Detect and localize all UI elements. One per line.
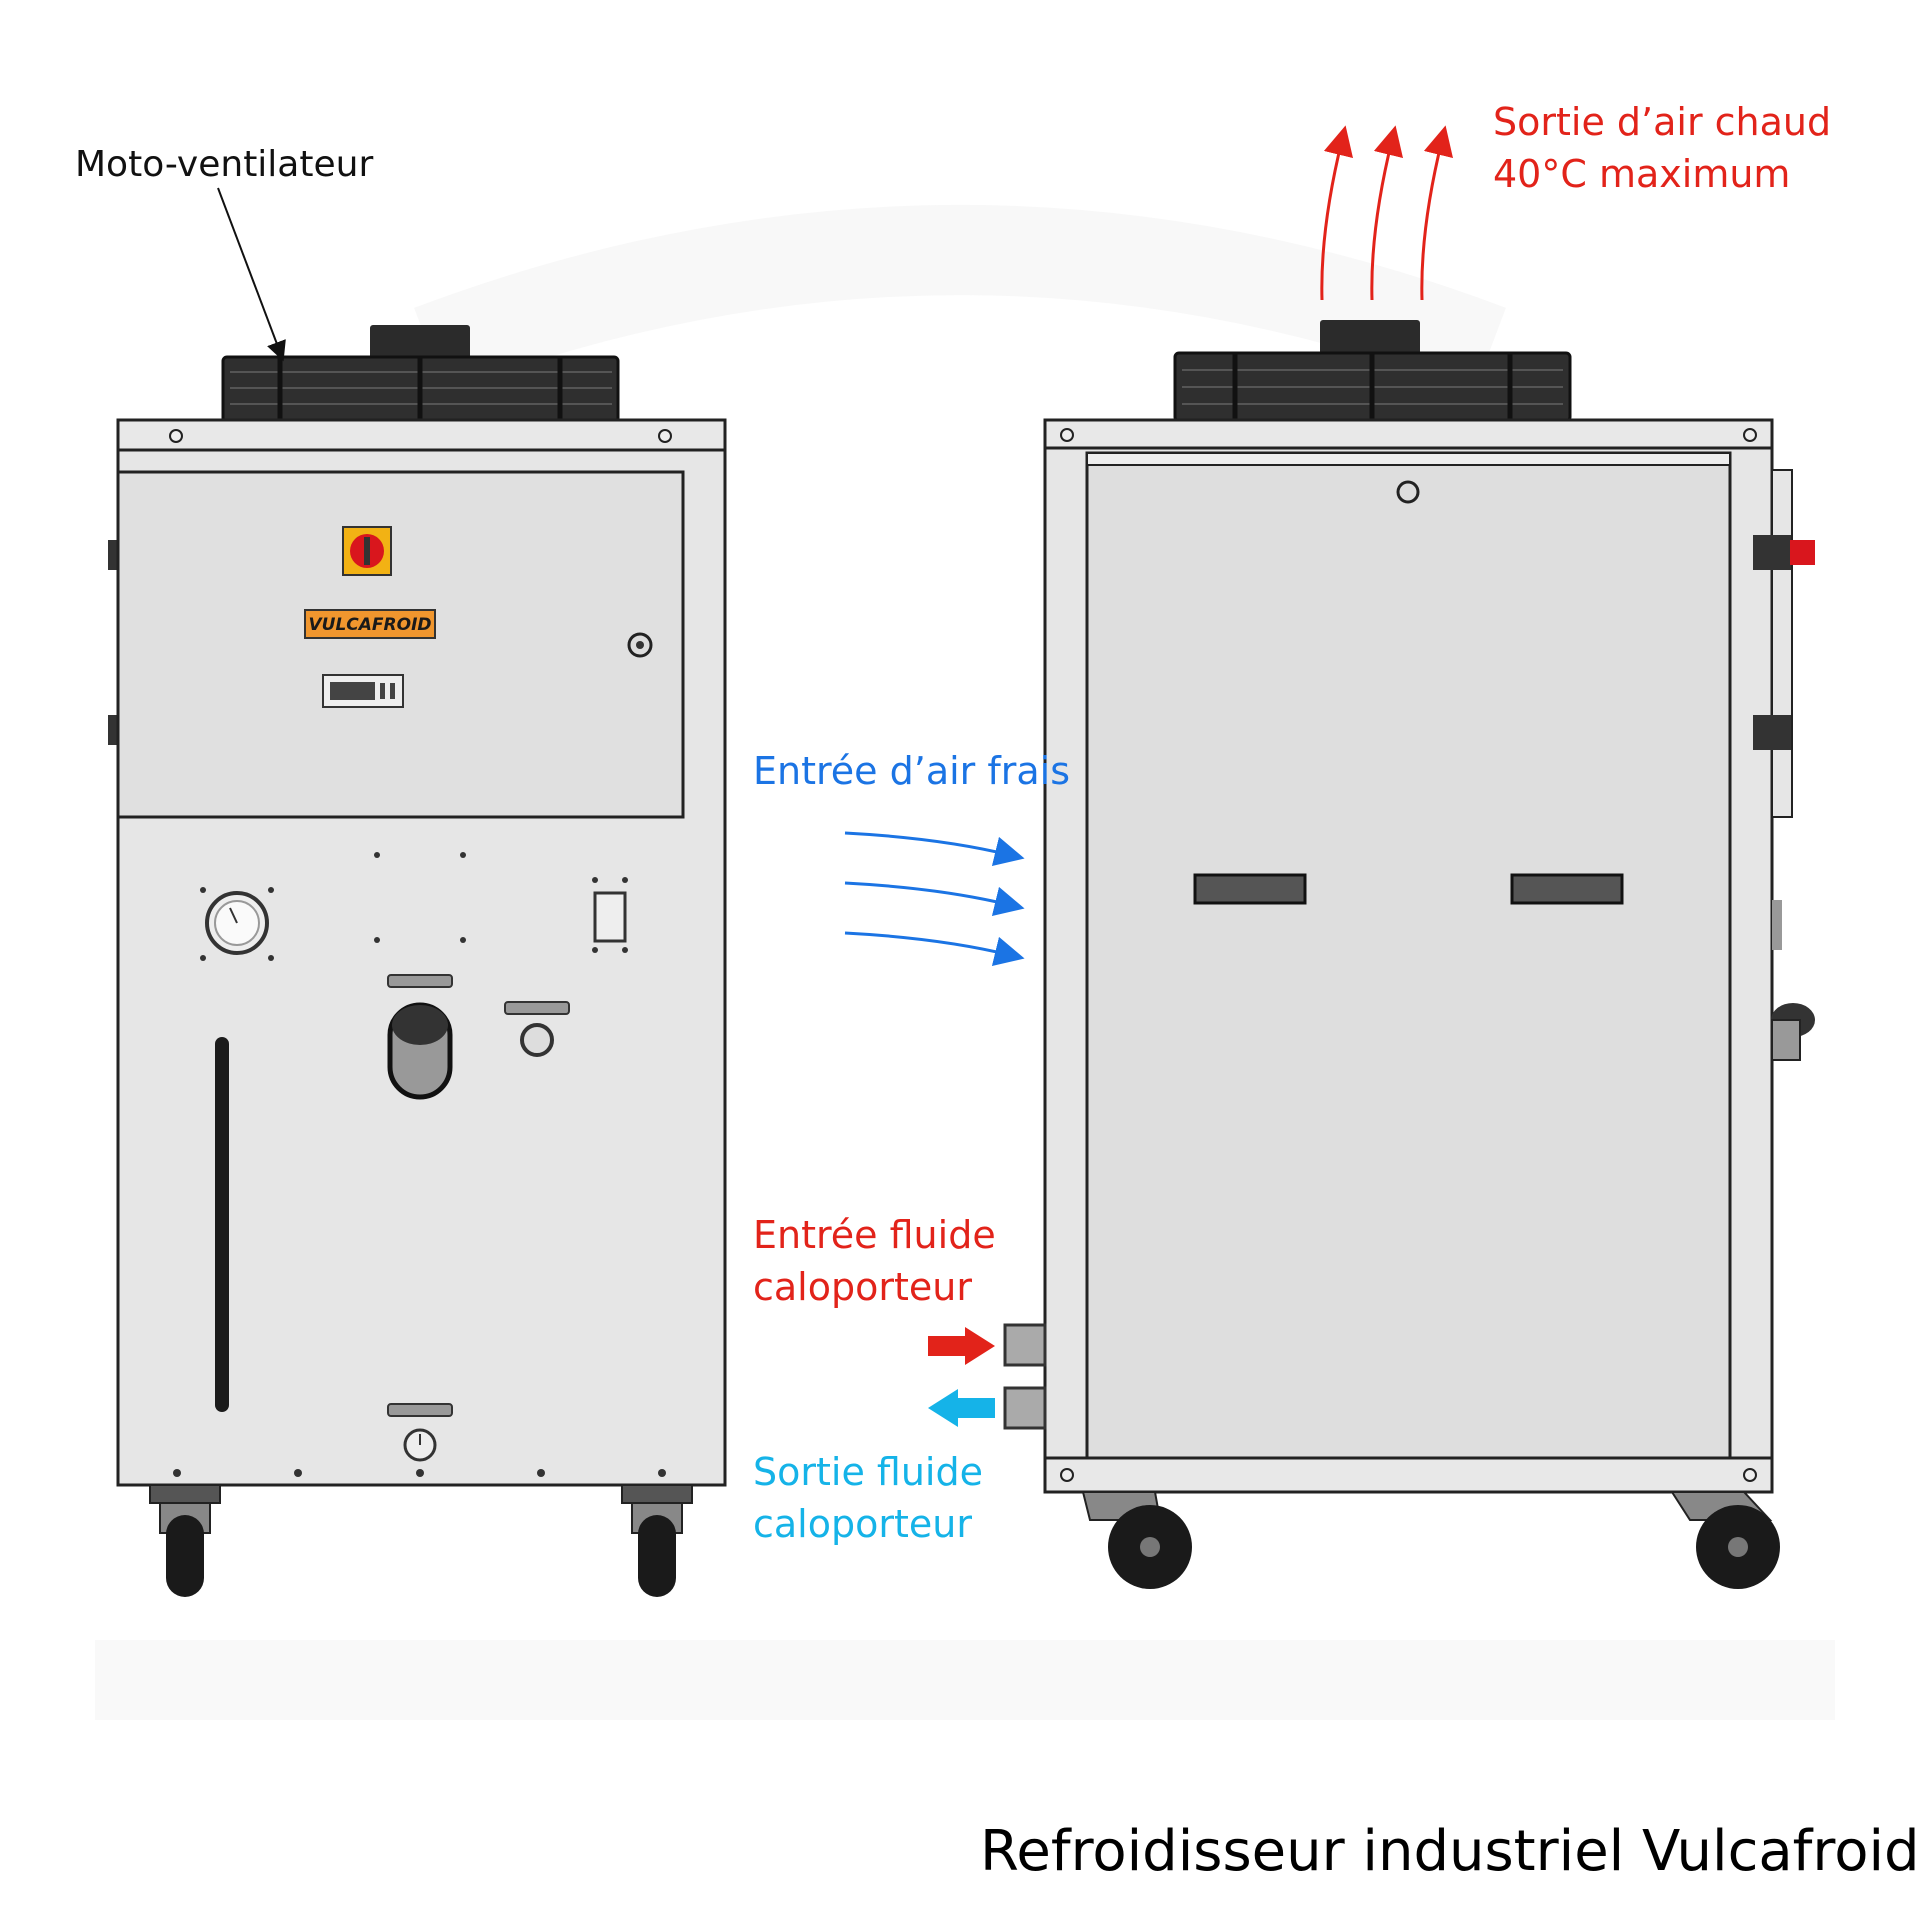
chiller-front-view: VULCAFROID [108, 325, 727, 1597]
diagram-title: Refroidisseur industriel Vulcafroid® [980, 1819, 1920, 1884]
fluid-out-arrow-icon [928, 1389, 995, 1427]
hot-air-label-line2: 40°C maximum [1493, 152, 1791, 196]
brand-plate: VULCAFROID [304, 609, 436, 639]
fluid-outlet-fitting [1003, 1386, 1047, 1430]
caster-wheel-icon [1670, 1491, 1780, 1589]
fluid-out-label-line1: Sortie fluide [753, 1450, 983, 1494]
brand-plate-text: VULCAFROID [308, 615, 431, 635]
fan-guard-side [1173, 320, 1572, 423]
filler-cap-icon [387, 974, 453, 1100]
temperature-display-icon [322, 674, 404, 708]
fluid-in-arrow-icon [928, 1327, 995, 1365]
fluid-inlet-fitting [1003, 1323, 1047, 1367]
watermark-logo [95, 205, 1835, 1720]
drain-plug-icon [504, 1001, 570, 1057]
caster-wheel-icon [149, 1484, 221, 1597]
caster-wheel-icon [1081, 1491, 1192, 1589]
hot-air-label-line1: Sortie d’air chaud [1493, 100, 1832, 144]
main-switch-icon [342, 526, 392, 576]
fan-label: Moto-ventilateur [75, 144, 374, 185]
fresh-air-label: Entrée d’air frais [753, 749, 1071, 793]
pressure-gauge-icon [200, 887, 274, 961]
fan-pointer [217, 187, 286, 362]
fan-guard-front [221, 325, 620, 424]
fluid-out-label-line2: caloporteur [753, 1502, 972, 1546]
chiller-side-view [1003, 320, 1815, 1589]
hot-air-arrows [1320, 125, 1454, 301]
fluid-in-label-line2: caloporteur [753, 1265, 972, 1309]
caster-wheel-icon [621, 1484, 693, 1597]
fresh-air-arrows [844, 831, 1025, 967]
fluid-in-label-line1: Entrée fluide [753, 1213, 996, 1257]
